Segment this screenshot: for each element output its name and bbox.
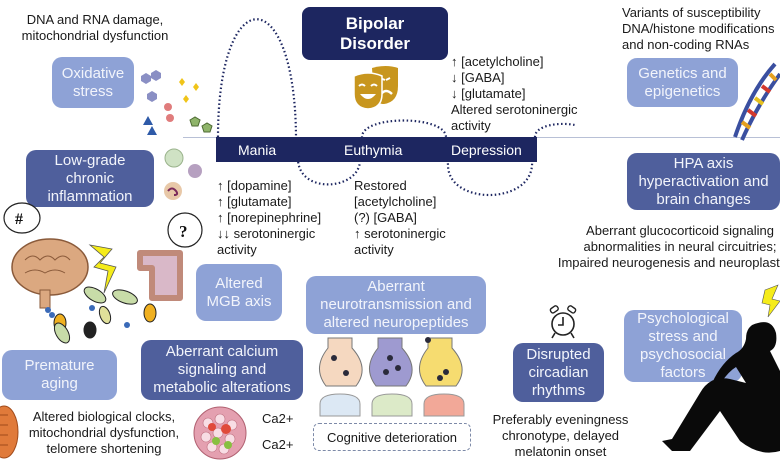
mgb-axis-box: Altered MGB axis (196, 264, 282, 321)
neurotransmission-box: Aberrant neurotransmission and altered n… (306, 276, 486, 334)
calcium-box: Aberrant calcium signaling and metabolic… (141, 340, 303, 400)
stressed-person-silhouette (662, 284, 780, 453)
alarm-clock-icon (549, 305, 577, 339)
mitochondrion-icon (0, 405, 19, 459)
diagram-title: Bipolar Disorder (302, 7, 448, 60)
free-radicals-icon (141, 70, 213, 135)
genetics-note: Variants of susceptibility DNA/histone m… (622, 5, 775, 52)
hpa-axis-box: HPA axis hyperactivation and brain chang… (627, 153, 780, 210)
oxidative-stress-note: DNA and RNA damage, mitochondrial dysfun… (21, 12, 169, 43)
circadian-box: Disrupted circadian rhythms (513, 343, 604, 402)
calcium-ion-2: Ca2+ (262, 437, 294, 452)
immune-cells-icon (164, 148, 202, 200)
svg-text:?: ? (179, 222, 188, 241)
genetics-box: Genetics and epigenetics (627, 58, 738, 107)
theater-masks-icon (353, 66, 398, 110)
phase-mania: Mania (238, 141, 277, 158)
gut-brain-illustration: # ? (3, 202, 203, 344)
euthymia-note: Restored [acetylcholine] (?) [GABA] ↑ se… (354, 178, 446, 257)
dna-helix-icon (733, 62, 780, 141)
oxidative-stress-box: Oxidative stress (52, 57, 134, 108)
depression-note: ↑ [acetylcholine] ↓ [GABA] ↓ [glutamate]… (451, 54, 578, 133)
phase-depression: Depression (451, 141, 522, 158)
cell-cluster-icon (193, 406, 247, 460)
mania-note: ↑ [dopamine] ↑ [glutamate] ↑ [norepineph… (217, 178, 322, 257)
psychological-stress-box: Psychological stress and psychosocial fa… (624, 310, 742, 382)
cognitive-deterioration-box: Cognitive deterioration (313, 423, 471, 451)
phase-bar: Mania Euthymia Depression (216, 137, 537, 162)
phase-euthymia: Euthymia (344, 141, 403, 158)
circadian-note: Preferably eveningness chronotype, delay… (492, 412, 629, 459)
brain-bubble-text: # (15, 211, 23, 228)
premature-aging-box: Premature aging (2, 350, 117, 400)
hpa-axis-note: Aberrant glucocorticoid signaling abnorm… (557, 223, 780, 270)
premature-aging-note: Altered biological clocks, mitochondrial… (28, 409, 180, 456)
calcium-ion-1: Ca2+ (262, 411, 294, 426)
synapses-icon (319, 337, 465, 417)
inflammation-box: Low-grade chronic inflammation (26, 150, 154, 207)
